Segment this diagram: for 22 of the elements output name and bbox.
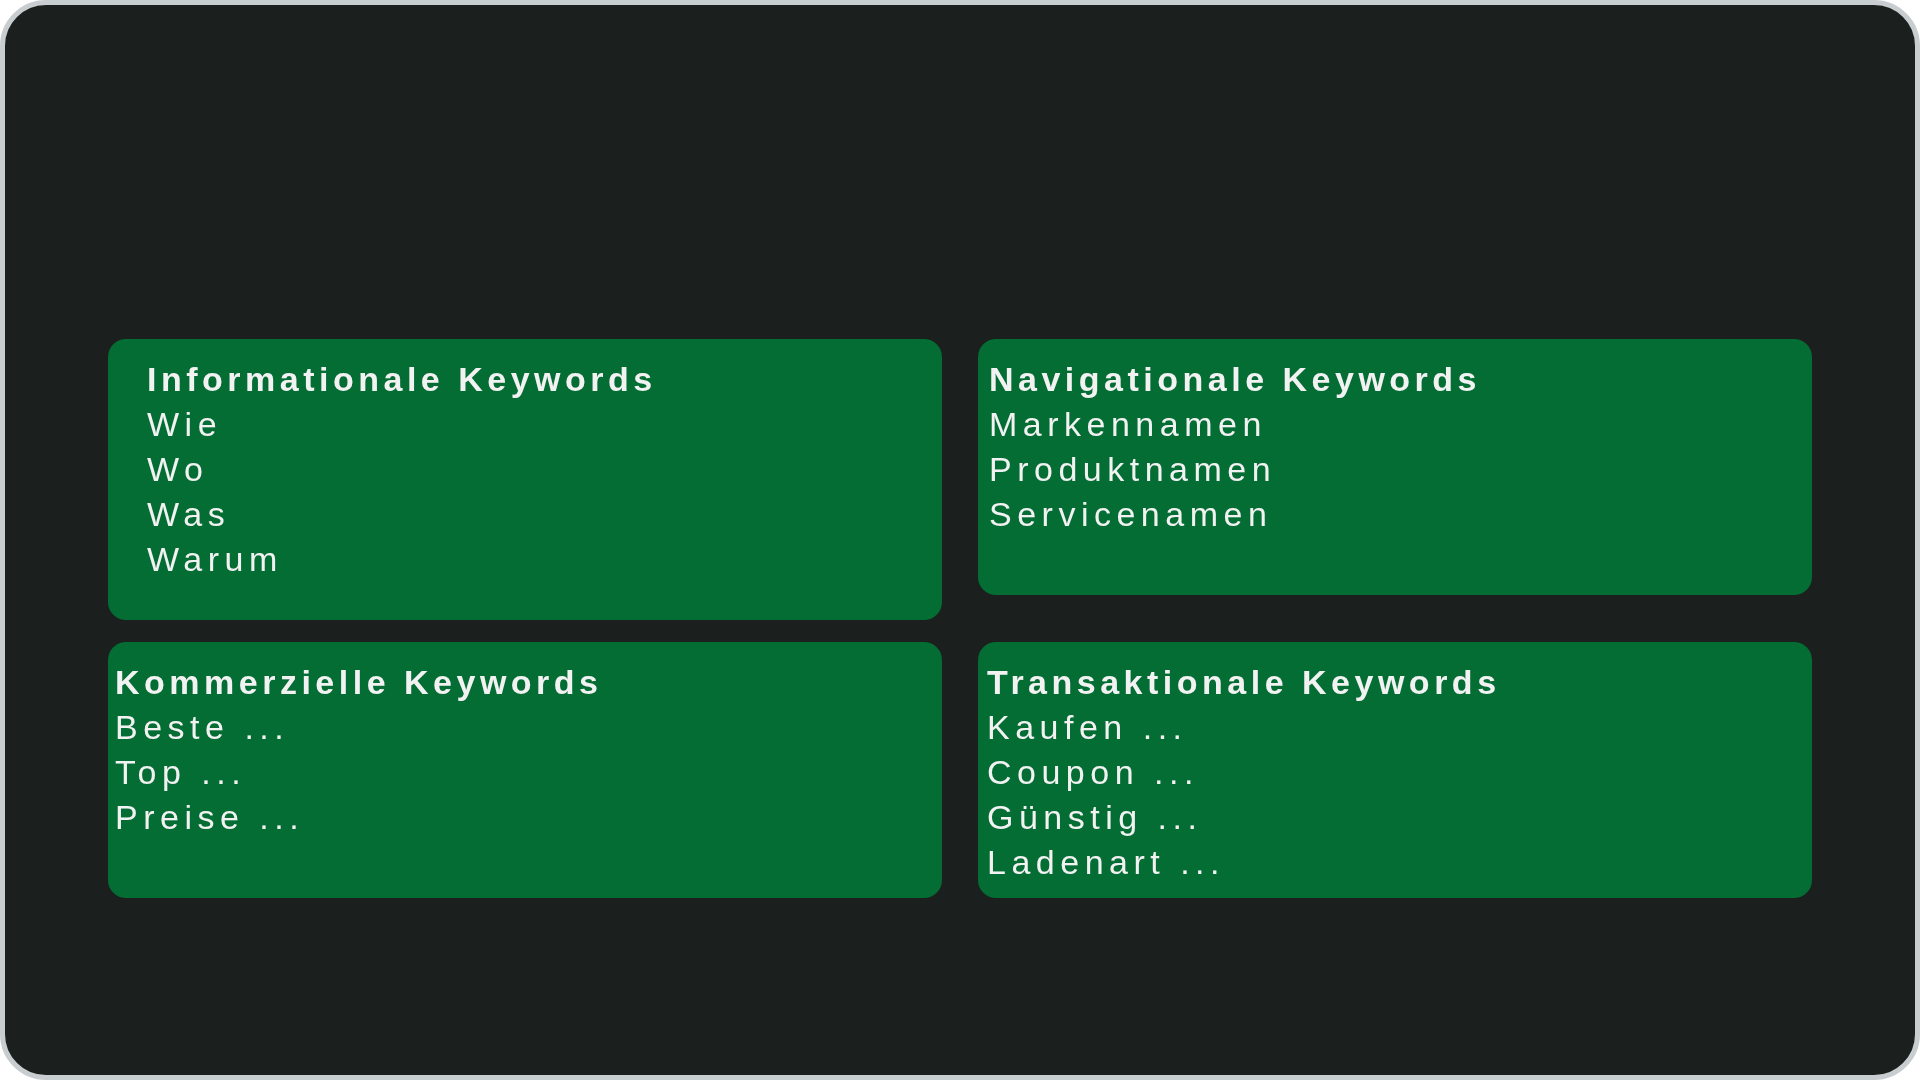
- keyword-text: Wo: [147, 449, 209, 490]
- keyword-text: Kaufen ...: [987, 707, 1188, 748]
- category-card: [978, 339, 1812, 595]
- keyword-text: Warum: [147, 539, 283, 580]
- keyword-text: Markennamen: [989, 404, 1267, 445]
- keyword-text: Ladenart ...: [987, 842, 1225, 883]
- card-heading: Transaktionale Keywords: [987, 662, 1501, 703]
- keyword-text: Produktnamen: [989, 449, 1277, 490]
- keyword-text: Servicenamen: [989, 494, 1273, 535]
- keyword-text: Coupon ...: [987, 752, 1199, 793]
- card-heading: Navigationale Keywords: [989, 359, 1481, 400]
- keyword-text: Preise ...: [115, 797, 305, 838]
- category-card: [978, 642, 1812, 898]
- category-card: [108, 642, 942, 898]
- keyword-text: Beste ...: [115, 707, 290, 748]
- keyword-text: Wie: [147, 404, 223, 445]
- category-card: [108, 339, 942, 620]
- keyword-text: Was: [147, 494, 231, 535]
- card-heading: Informationale Keywords: [147, 359, 657, 400]
- keyword-text: Günstig ...: [987, 797, 1203, 838]
- keyword-text: Top ...: [115, 752, 247, 793]
- card-heading: Kommerzielle Keywords: [115, 662, 603, 703]
